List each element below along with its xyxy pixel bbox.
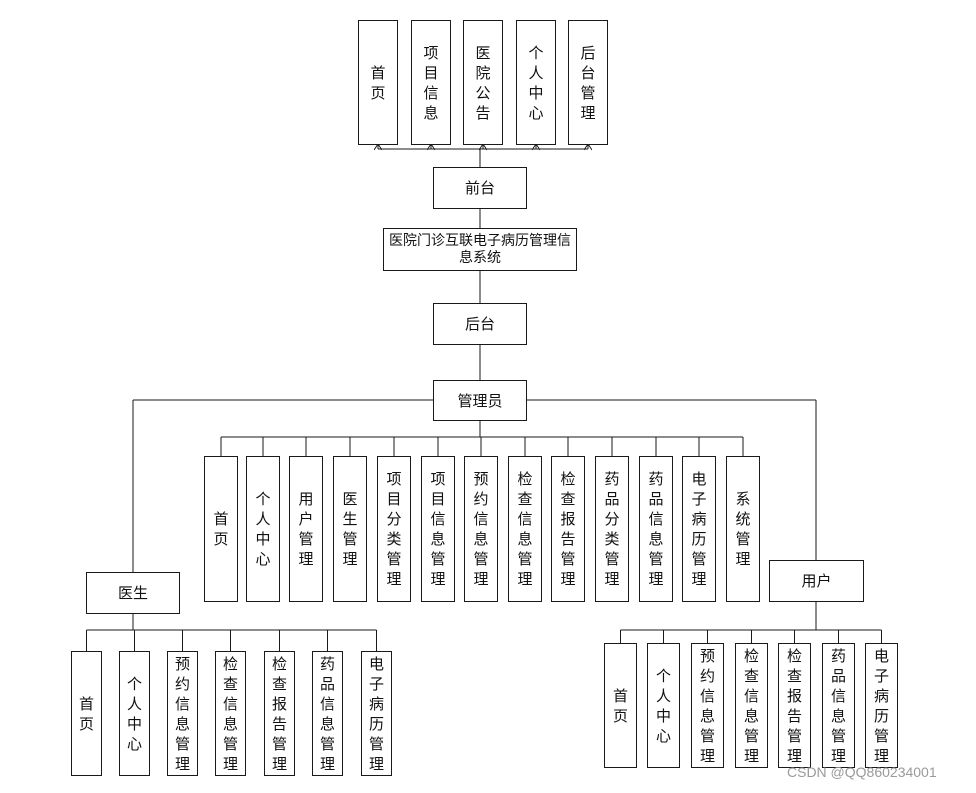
admin-label: 管理员 [457,391,503,410]
admin-item: 首页 [204,456,238,602]
admin-item: 药品信息管理 [639,456,673,602]
admin-item-label: 预约信息管理 [473,470,489,588]
user-item-label: 电子病历管理 [873,646,889,765]
frontend-item: 首页 [358,20,398,145]
admin-item-label: 用户管理 [298,490,314,568]
frontend-label: 前台 [464,179,495,197]
frontend-item-label: 后台管理 [580,43,596,122]
admin-item-label: 系统管理 [735,490,751,568]
admin-item: 检查信息管理 [508,456,542,602]
doctor-node: 医生 [86,572,180,614]
admin-item: 项目信息管理 [421,456,455,602]
doctor-item-label: 电子病历管理 [368,654,384,773]
admin-item-label: 电子病历管理 [691,470,707,588]
user-node: 用户 [769,560,864,602]
admin-item: 检查报告管理 [551,456,585,602]
admin-item: 电子病历管理 [682,456,716,602]
doctor-item-label: 检查报告管理 [271,654,287,773]
backend-node: 后台 [433,303,527,345]
frontend-item: 医院公告 [463,20,503,145]
frontend-item-label: 首页 [370,63,386,102]
admin-item-label: 首页 [213,510,229,548]
admin-item: 药品分类管理 [595,456,629,602]
admin-item-label: 药品信息管理 [648,470,664,588]
admin-item-label: 项目信息管理 [430,470,446,588]
admin-item-label: 医生管理 [342,490,358,568]
doctor-item: 个人中心 [119,651,150,776]
user-item-label: 首页 [612,686,628,725]
doctor-item-label: 药品信息管理 [319,654,335,773]
user-item: 药品信息管理 [822,643,855,768]
admin-item-label: 检查报告管理 [560,470,576,588]
doctor-item: 首页 [71,651,102,776]
admin-item: 项目分类管理 [377,456,411,602]
user-item: 首页 [604,643,637,768]
admin-item-label: 个人中心 [255,490,271,568]
frontend-item-label: 项目信息 [423,43,439,122]
backend-label: 后台 [464,315,495,333]
admin-item: 系统管理 [726,456,760,602]
user-item-label: 检查报告管理 [786,646,802,765]
doctor-label: 医生 [117,584,148,602]
user-item: 预约信息管理 [691,643,724,768]
user-item: 检查信息管理 [735,643,768,768]
doctor-item-label: 预约信息管理 [174,654,190,773]
doctor-item: 检查报告管理 [264,651,295,776]
doctor-item-label: 首页 [78,694,94,733]
doctor-item: 预约信息管理 [167,651,198,776]
user-item-label: 个人中心 [655,666,671,745]
admin-item-label: 药品分类管理 [604,470,620,588]
watermark: CSDN @QQ860234001 [787,764,937,780]
user-item: 检查报告管理 [778,643,811,768]
admin-node: 管理员 [433,380,527,421]
frontend-item: 项目信息 [411,20,451,145]
doctor-item-label: 检查信息管理 [222,654,238,773]
admin-item: 预约信息管理 [464,456,498,602]
admin-item: 用户管理 [289,456,323,602]
doctor-item-label: 个人中心 [126,674,142,753]
user-item-label: 预约信息管理 [699,646,715,765]
user-label: 用户 [801,572,832,590]
root-node: 医院门诊互联电子病历管理信息系统 [383,228,577,271]
admin-item-label: 检查信息管理 [517,470,533,588]
admin-item: 个人中心 [246,456,280,602]
admin-item-label: 项目分类管理 [386,470,402,588]
root-label: 医院门诊互联电子病历管理信息系统 [389,232,571,266]
doctor-item: 检查信息管理 [215,651,246,776]
frontend-node: 前台 [433,167,527,209]
doctor-item: 药品信息管理 [312,651,343,776]
user-item-label: 检查信息管理 [743,646,759,765]
admin-item: 医生管理 [333,456,367,602]
doctor-item: 电子病历管理 [361,651,392,776]
frontend-item-label: 医院公告 [475,43,491,122]
frontend-item: 后台管理 [568,20,608,145]
user-item: 电子病历管理 [865,643,898,768]
frontend-item-label: 个人中心 [528,43,544,122]
user-item-label: 药品信息管理 [830,646,846,765]
frontend-item: 个人中心 [516,20,556,145]
user-item: 个人中心 [647,643,680,768]
